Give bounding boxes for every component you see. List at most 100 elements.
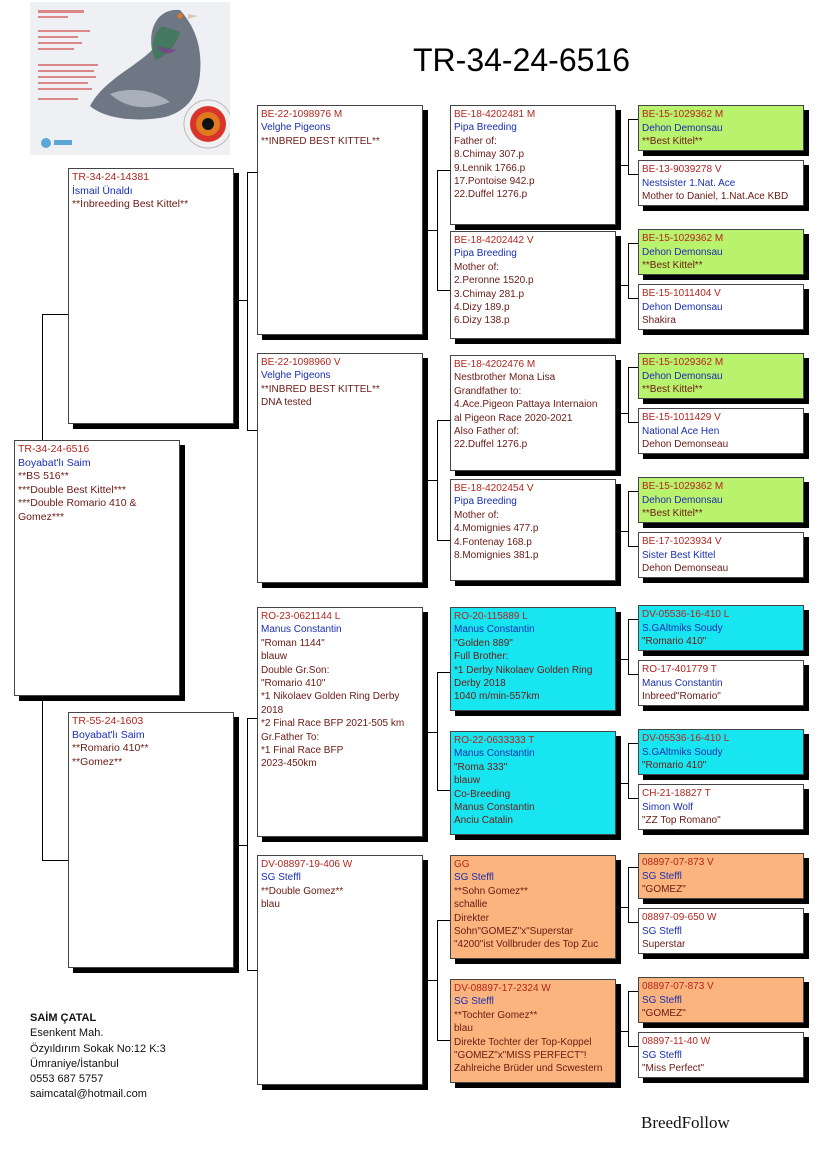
connector-line — [247, 970, 257, 971]
connector-line — [616, 165, 628, 166]
ring-number: BE-18-4202476 M — [454, 359, 536, 370]
note-line: "Roma 333" — [454, 761, 508, 773]
ring-number: TR-34-24-14381 — [72, 171, 150, 183]
note-line: 22.Duffel 1276.p — [454, 439, 528, 451]
connector-line — [628, 1046, 638, 1047]
connector-line — [628, 174, 638, 175]
breeder-contact: SAİM ÇATAL Esenkent Mah. Özyıldırım Soka… — [30, 1011, 166, 1103]
note-line: 22.Duffel 1276.p — [454, 189, 528, 201]
note-line: **Tochter Gomez** — [454, 1009, 538, 1021]
connector-line — [628, 491, 629, 547]
owner-name: SG Steffl — [454, 872, 494, 884]
note-line: DNA tested — [261, 397, 312, 409]
connector-line — [247, 718, 248, 971]
phone-number: 0553 687 5757 — [30, 1073, 104, 1086]
owner-name: SG Steffl — [642, 994, 682, 1006]
note-line: Mother of: — [454, 261, 500, 273]
connector-line — [628, 619, 638, 620]
connector-line — [437, 290, 450, 291]
note-line: Mother of: — [454, 509, 500, 521]
connector-line — [437, 420, 450, 421]
pedigree-subject-card[interactable]: TR-34-24-6516 Boyabat'lı Saim **BS 516**… — [14, 440, 180, 696]
owner-name: Velghe Pigeons — [261, 370, 331, 382]
great-grandparent-card[interactable]: RO-22-0633333 T Manus Constantin"Roma 333… — [450, 731, 616, 835]
ring-number: BE-17-1023934 V — [642, 536, 722, 547]
ring-number: RO-22-0633333 T — [454, 735, 535, 746]
owner-name: SG Steffl — [642, 1049, 682, 1061]
connector-line — [628, 119, 629, 175]
note-line: "Golden 889" — [454, 637, 513, 649]
ring-number: 08897-11-40 W — [642, 1036, 711, 1047]
owner-name: Manus Constantin — [642, 677, 723, 689]
note-line: Direkte Tochter der Top-Koppel — [454, 1036, 592, 1048]
connector-line — [628, 367, 638, 368]
note-line: **İnbreeding Best Kittel** — [72, 198, 189, 211]
connector-line — [616, 659, 628, 660]
owner-name: Manus Constantin — [454, 748, 535, 760]
ring-number: BE-15-1029362 M — [642, 481, 724, 492]
note-line: 4.Dizy 189.p — [454, 302, 510, 314]
ring-number: BE-18-4202442 V — [454, 235, 534, 246]
connector-line — [628, 867, 638, 868]
connector-line — [628, 991, 638, 992]
connector-line — [616, 285, 628, 286]
owner-name: İsmail Ünaldı — [72, 184, 133, 197]
note-line: 4.Momignies 477.p — [454, 523, 539, 535]
pedigree-dam-card[interactable]: TR-55-24-1603 Boyabat'lı Saim **Romario … — [68, 712, 234, 968]
ring-number: DV-05536-16-410 L — [642, 733, 730, 744]
note-line: "4200"ist Vollbruder des Top Zuc — [454, 939, 599, 951]
owner-name: Dehon Demonsau — [642, 301, 723, 313]
owner-name: Manus Constantin — [261, 624, 342, 636]
pigeon-photo-thumbnail — [30, 2, 230, 155]
note-line: Anciu Catalin — [454, 815, 513, 827]
note-line: 8.Chimay 307.p — [454, 149, 525, 161]
ring-number: RO-23-0621144 L — [261, 611, 341, 622]
note-line: *2 Final Race BFP 2021-505 km — [261, 718, 405, 730]
pedigree-sire-card[interactable]: TR-34-24-14381 İsmail Ünaldı **İnbreedin… — [68, 168, 234, 424]
note-line: **INBRED BEST KITTEL** — [261, 135, 380, 147]
ring-number: DV-08897-19-406 W — [261, 859, 353, 870]
note-line: blauw — [454, 775, 481, 787]
ring-number: DV-08897-17-2324 W — [454, 983, 551, 994]
note-line: Zahlreiche Brüder und Scwestern — [454, 1063, 603, 1075]
pipa-logo-icon — [41, 138, 72, 148]
ring-number: BE-15-1029362 M — [642, 109, 724, 120]
connector-line — [247, 430, 257, 431]
ring-number: BE-18-4202481 M — [454, 109, 536, 120]
note-line: Co-Breeding — [454, 788, 511, 800]
address-line: Ümraniye/İstanbul — [30, 1057, 119, 1070]
connector-line — [234, 845, 247, 846]
ring-number: GG — [454, 859, 470, 870]
breeder-name: SAİM ÇATAL — [30, 1012, 97, 1024]
owner-name: Dehon Demonsau — [642, 494, 723, 506]
note-line: Direkter — [454, 912, 490, 924]
owner-name: SG Steffl — [642, 870, 682, 882]
